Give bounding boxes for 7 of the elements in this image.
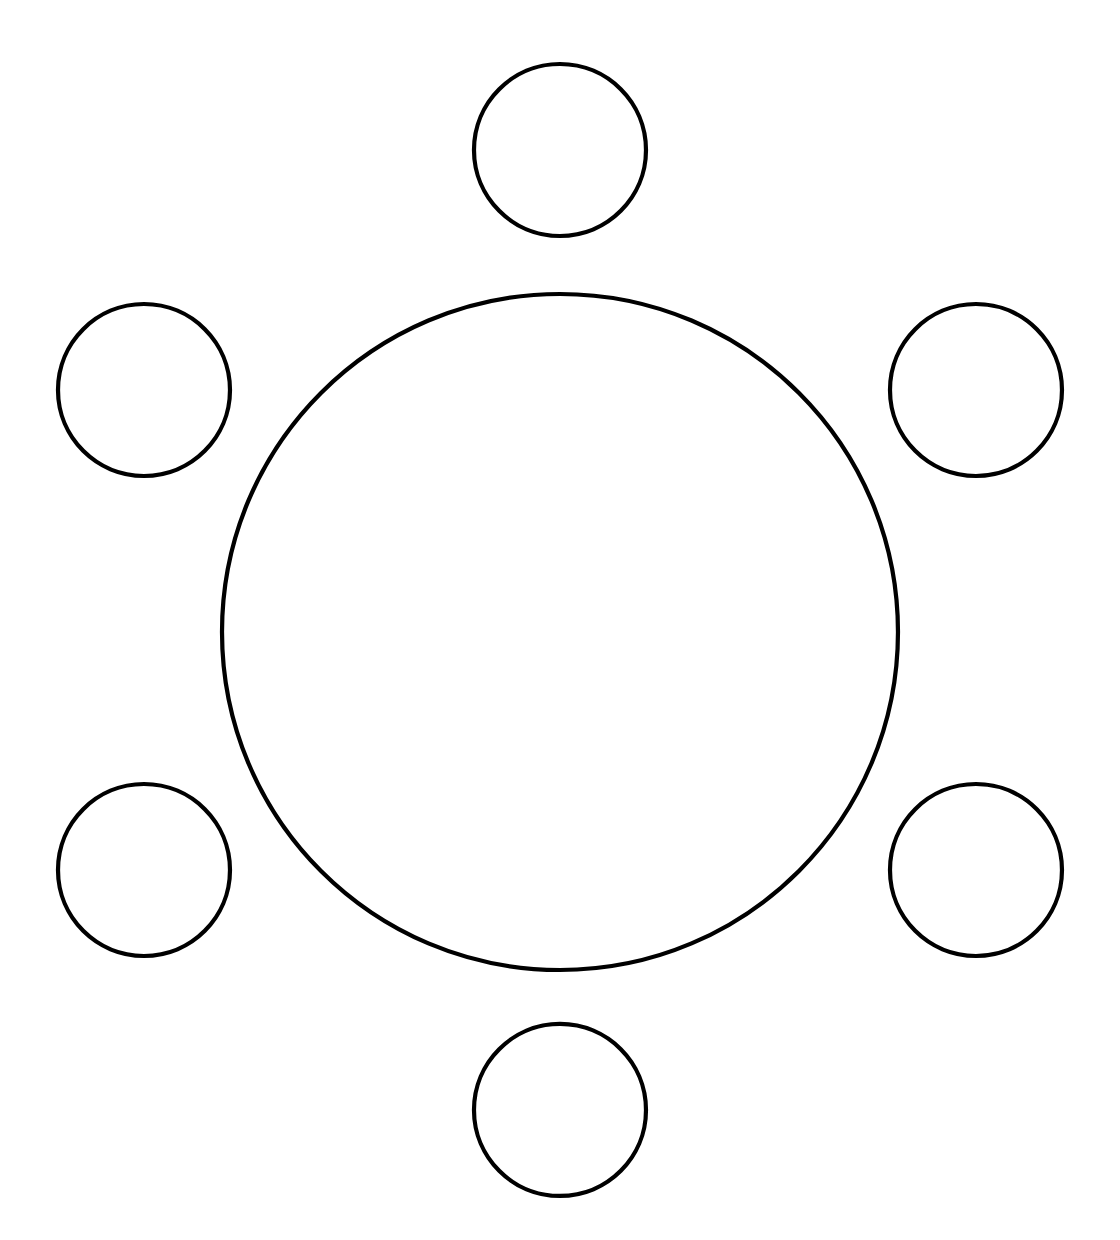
small-circle (887, 781, 1065, 959)
small-circle (471, 1021, 649, 1199)
small-circle (55, 781, 233, 959)
small-circle (887, 301, 1065, 479)
small-circle (55, 301, 233, 479)
small-circle (471, 61, 649, 239)
large-circle (219, 291, 901, 973)
